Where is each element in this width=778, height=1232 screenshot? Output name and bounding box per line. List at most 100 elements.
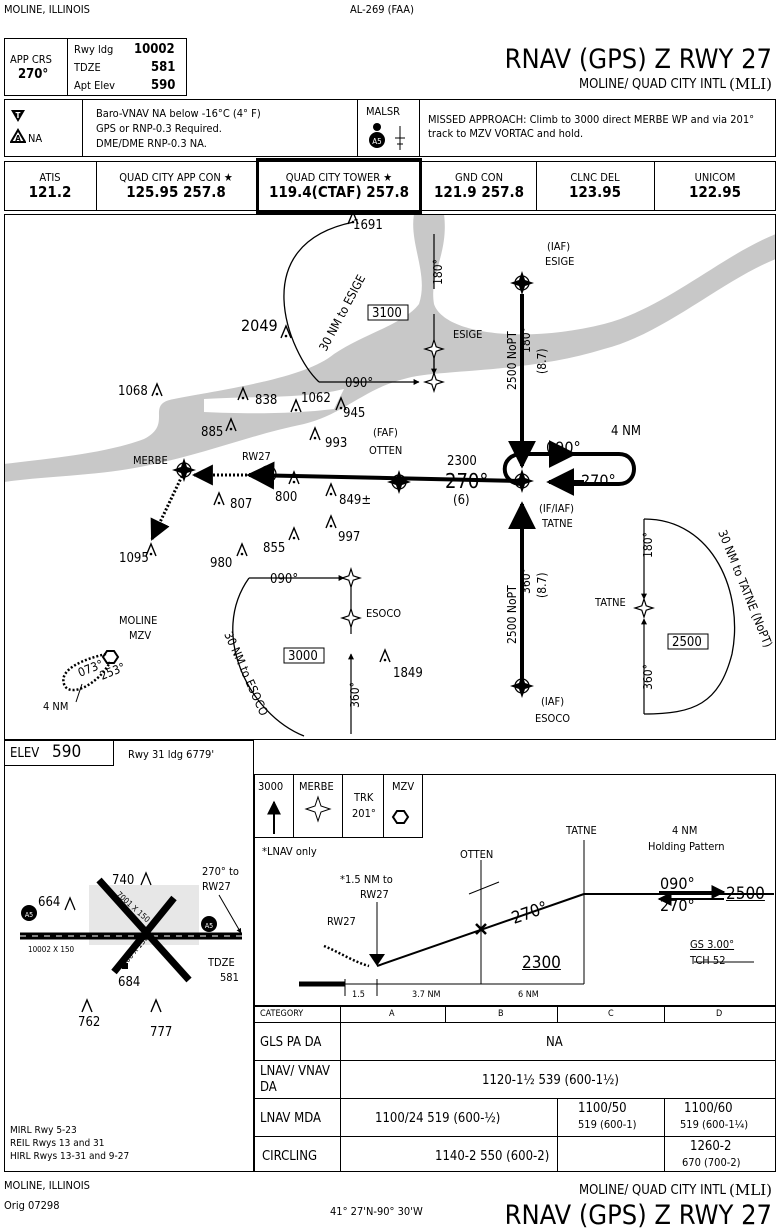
- profile-gs: GS 3.00°: [690, 938, 735, 951]
- obs-1068: 1068: [118, 384, 148, 399]
- col-b: B: [498, 1009, 504, 1019]
- iaf-bottom-label: (IAF): [541, 695, 565, 708]
- chart-title: RNAV (GPS) Z RWY 27: [504, 44, 772, 75]
- row-lnav-d2: 519 (600-1¼): [680, 1118, 749, 1131]
- sketch-obs-777: 777: [150, 1025, 173, 1040]
- svg-text:180°: 180°: [431, 259, 445, 285]
- moline-label: MOLINE: [119, 614, 158, 627]
- apt-elev-value: 590: [151, 78, 176, 93]
- row-circling-d: 1260-2: [690, 1139, 732, 1154]
- profile-graphic: 270°: [267, 795, 774, 996]
- svg-text:10002 X 150: 10002 X 150: [28, 945, 75, 954]
- lights-3: HIRL Rwys 13-31 and 9-27: [10, 1151, 130, 1162]
- profile-rw27: RW27: [327, 915, 356, 928]
- col-c: C: [608, 1009, 614, 1019]
- lights-2: REIL Rwys 13 and 31: [10, 1138, 105, 1149]
- elev-label: ELEV: [10, 746, 40, 761]
- profile-view: [254, 774, 776, 1006]
- ma-trk-label: TRK: [354, 791, 374, 804]
- obs-885: 885: [201, 425, 224, 440]
- row-circling: CIRCLING: [262, 1149, 318, 1164]
- footer-coords: 41° 27'N-90° 30'W: [330, 1205, 423, 1218]
- rwy-data-box: [67, 38, 187, 96]
- arc-esige: [283, 221, 355, 383]
- col-category: CATEGORY: [260, 1009, 304, 1019]
- note-line-3: DME/DME RNP-0.3 NA.: [96, 137, 207, 150]
- esige-out-label: 090°: [345, 376, 374, 391]
- river-shape: [5, 215, 775, 482]
- arc-esoco: [232, 577, 305, 737]
- hold-in-label: 270°: [581, 471, 616, 490]
- final-crs-label: 270°: [445, 469, 489, 493]
- lnav-only: *LNAV only: [262, 845, 317, 858]
- airport-name: MOLINE/ QUAD CITY INTL: [579, 77, 726, 92]
- profile-d1: 1.5: [352, 990, 365, 1000]
- sketch-obs-762: 762: [78, 1015, 101, 1030]
- runway-5-23: [111, 895, 177, 975]
- app-crs-label: APP CRS: [10, 53, 52, 66]
- minimums-table: [254, 1006, 776, 1172]
- footer-airport-code: (MLI): [729, 1181, 772, 1199]
- profile-out: 090°: [660, 874, 695, 893]
- fix-tatne: [509, 468, 535, 494]
- row-gls: GLS PA DA: [260, 1035, 322, 1050]
- svg-text:A5: A5: [25, 911, 33, 919]
- msa-tatne: 2500: [672, 635, 702, 650]
- svg-text:2500 NoPT: 2500 NoPT: [505, 331, 519, 390]
- row-lnav: LNAV MDA: [260, 1111, 322, 1126]
- profile-tch: TCH 52: [690, 954, 726, 967]
- app-crs-value: 270°: [18, 67, 49, 82]
- obs-1849: 1849: [393, 666, 423, 681]
- svg-text:T: T: [16, 111, 21, 120]
- row-circling-d2: 670 (700-2): [682, 1156, 741, 1169]
- profile-d2: 3.7 NM: [412, 990, 441, 1000]
- sketch-obs-icons: [81, 998, 162, 1013]
- tower-box: [256, 158, 422, 214]
- arc-esoco-label: 30 NM to ESOCO: [221, 630, 271, 718]
- row-lnav-d: 1100/60: [684, 1101, 733, 1116]
- obs-2049: 2049: [241, 316, 278, 335]
- plan-view-graphic: 30 NM to ESIGE 30 NM to ESOCO 30 NM to T…: [5, 215, 775, 737]
- sketch-obs-684: 684: [118, 975, 141, 990]
- obs-838: 838: [255, 393, 278, 408]
- final-alt-label: 2300: [447, 454, 477, 469]
- esoco-label: ESOCO: [535, 712, 571, 725]
- note-line-2: GPS or RNP-0.3 Required.: [96, 122, 222, 135]
- row-lnav-c: 1100/50: [578, 1101, 627, 1116]
- fix-esoco: [509, 673, 535, 699]
- svg-text:180°: 180°: [641, 532, 655, 558]
- row-lnav-vnav-value: 1120-1½ 539 (600-1½): [482, 1073, 619, 1088]
- col-d: D: [716, 1009, 723, 1019]
- obs-945: 945: [343, 406, 366, 421]
- tatne-sub-label: TATNE: [595, 596, 626, 609]
- svg-text:A: A: [15, 134, 21, 143]
- col-a: A: [389, 1009, 395, 1019]
- esige-label: ESIGE: [545, 255, 575, 268]
- mzv-label: MZV: [129, 629, 152, 642]
- svg-text:360°: 360°: [641, 664, 655, 690]
- msa-esoco: 3000: [288, 649, 318, 664]
- row-lnav-c2: 519 (600-1): [578, 1118, 637, 1131]
- malsr-label: MALSR: [366, 105, 400, 118]
- obs-800: 800: [275, 490, 298, 505]
- vortac-mzv: [101, 650, 120, 664]
- profile-hold-pat: Holding Pattern: [648, 840, 725, 853]
- note-15: *1.5 NM to: [340, 873, 393, 886]
- note-15b: RW27: [360, 888, 389, 901]
- fix-otten: [386, 469, 412, 495]
- to-rw27-label: 270° to: [202, 865, 239, 878]
- tdze-value: 581: [151, 60, 176, 75]
- procedure-id: AL-269 (FAA): [350, 3, 414, 16]
- alt-mins-na: NA: [28, 132, 43, 145]
- mzv-leg-label: 4 NM: [43, 700, 69, 713]
- lights-1: MIRL Rwy 5-23: [10, 1125, 77, 1136]
- msa-esige: 3100: [372, 306, 402, 321]
- airport-code: (MLI): [729, 75, 772, 93]
- comm-app-con: QUAD CITY APP CON ★125.95 257.8: [119, 170, 233, 201]
- svg-text:360°: 360°: [519, 568, 533, 594]
- rw27-label: RW27: [242, 450, 271, 463]
- comms-box: [4, 161, 776, 211]
- footer-city: MOLINE, ILLINOIS: [4, 1179, 90, 1192]
